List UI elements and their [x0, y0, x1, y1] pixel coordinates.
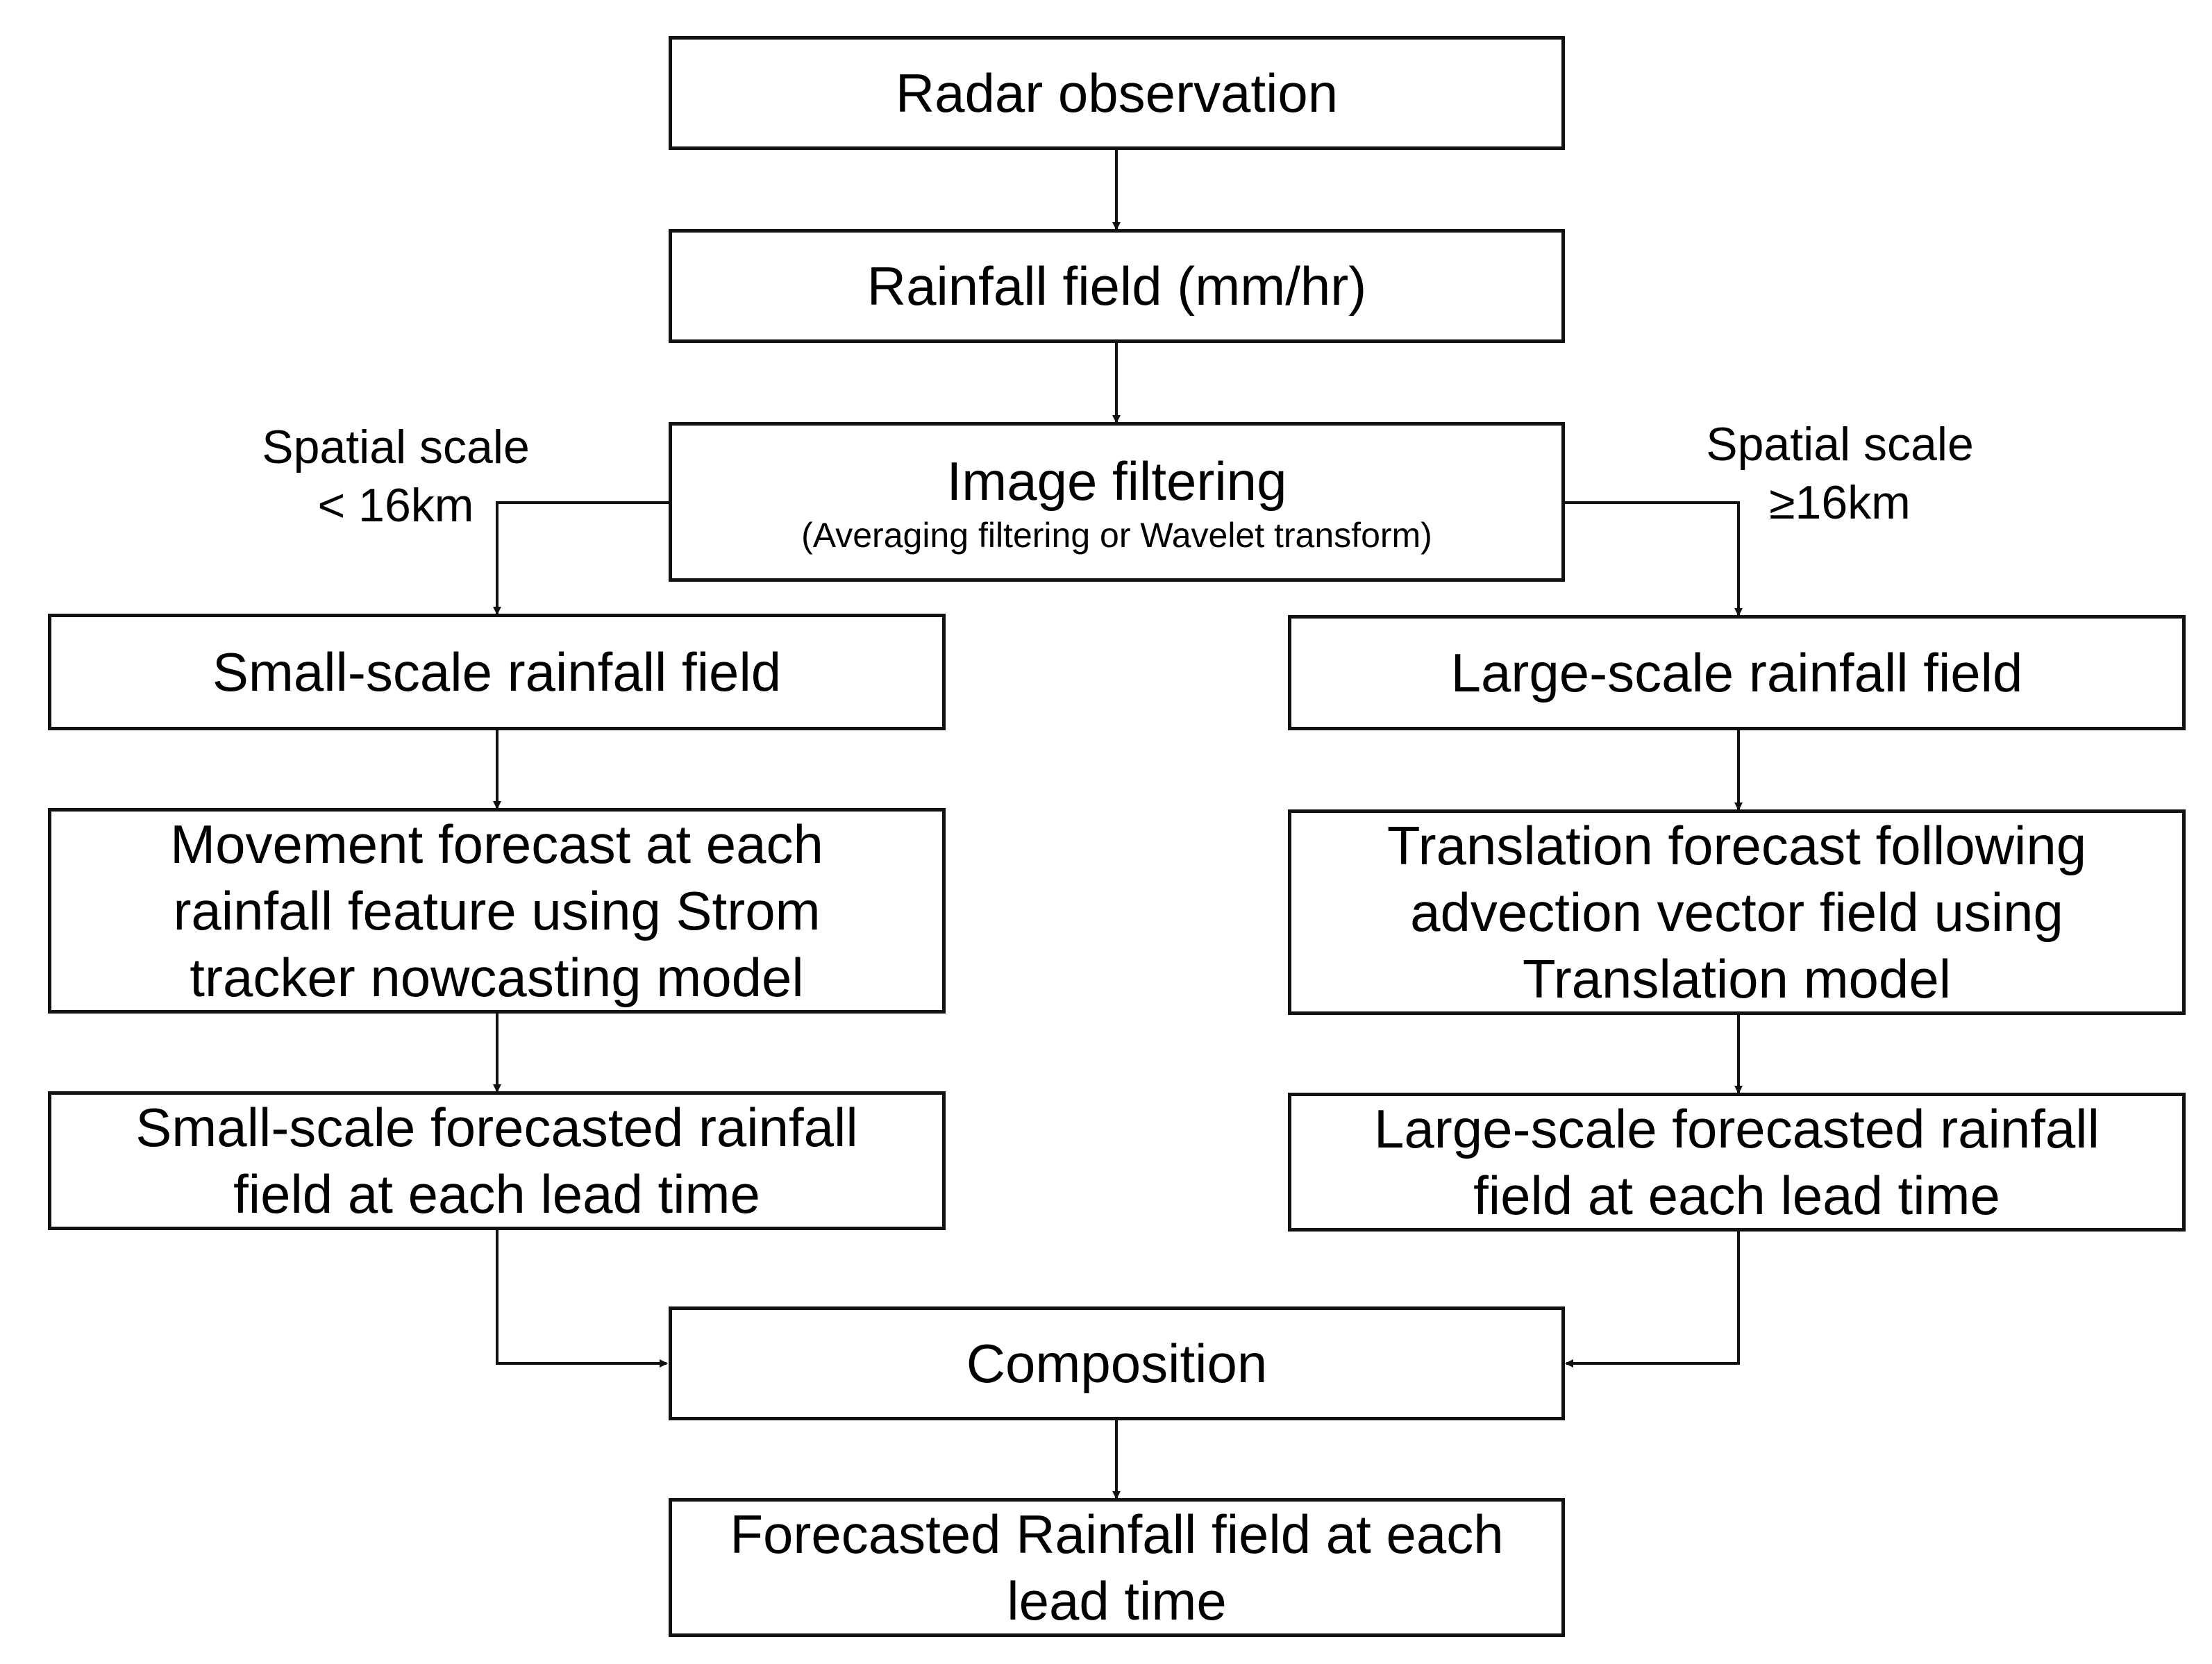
radar-observation-label: Radar observation [895, 62, 1339, 124]
rainfall-field-label: Rainfall field (mm/hr) [866, 255, 1367, 317]
radar-observation-box: Radar observation [669, 36, 1565, 150]
large-scale-forecast-box: Large-scale forecasted rainfall field at… [1288, 1093, 2186, 1232]
small-forecast-line-1: Small-scale forecasted rainfall [135, 1097, 858, 1158]
arrow-filtering-to-small [493, 501, 669, 615]
final-forecast-line-2: lead time [1007, 1570, 1227, 1631]
final-forecast-box: Forecasted Rainfall field at each lead t… [669, 1498, 1565, 1637]
left-branch-line-1: Spatial scale [262, 421, 530, 473]
large-forecast-line-1: Large-scale forecasted rainfall [1374, 1098, 2100, 1159]
small-forecast-line-2: field at each lead time [233, 1163, 760, 1225]
small-scale-field-box: Small-scale rainfall field [48, 614, 946, 730]
small-scale-forecast-box: Small-scale forecasted rainfall field at… [48, 1091, 946, 1230]
right-branch-line-1: Spatial scale [1706, 418, 1974, 471]
small-scale-field-label: Small-scale rainfall field [212, 641, 782, 703]
large-scale-field-label: Large-scale rainfall field [1450, 642, 2023, 703]
left-branch-label: Spatial scale < 16km [229, 418, 562, 535]
movement-forecast-box: Movement forecast at each rainfall featu… [48, 808, 946, 1014]
rainfall-field-box: Rainfall field (mm/hr) [669, 229, 1565, 343]
translation-line-2: advection vector field using [1410, 882, 2063, 943]
image-filtering-subtitle: (Averaging filtering or Wavelet transfor… [801, 516, 1432, 555]
final-forecast-line-1: Forecasted Rainfall field at each [730, 1504, 1504, 1565]
arrow-largeforecast-to-composition [1565, 1232, 1740, 1368]
movement-line-2: rainfall feature using Strom [173, 880, 821, 941]
image-filtering-title: Image filtering [946, 451, 1287, 512]
translation-line-1: Translation forecast following [1386, 815, 2087, 876]
large-forecast-line-2: field at each lead time [1473, 1165, 2000, 1226]
movement-line-3: tracker nowcasting model [190, 947, 804, 1008]
left-branch-line-2: < 16km [317, 479, 474, 532]
right-branch-line-2: ≥16km [1769, 476, 1911, 529]
arrow-smallforecast-to-composition [496, 1230, 668, 1368]
right-branch-label: Spatial scale ≥16km [1673, 415, 2006, 532]
image-filtering-box: Image filtering (Averaging filtering or … [669, 422, 1565, 582]
translation-forecast-box: Translation forecast following advection… [1288, 809, 2186, 1015]
large-scale-field-box: Large-scale rainfall field [1288, 615, 2186, 730]
composition-box: Composition [669, 1306, 1565, 1420]
movement-line-1: Movement forecast at each [170, 814, 823, 875]
composition-label: Composition [966, 1333, 1268, 1394]
translation-line-3: Translation model [1522, 948, 1952, 1009]
arrow-filtering-to-large [1562, 501, 1743, 616]
